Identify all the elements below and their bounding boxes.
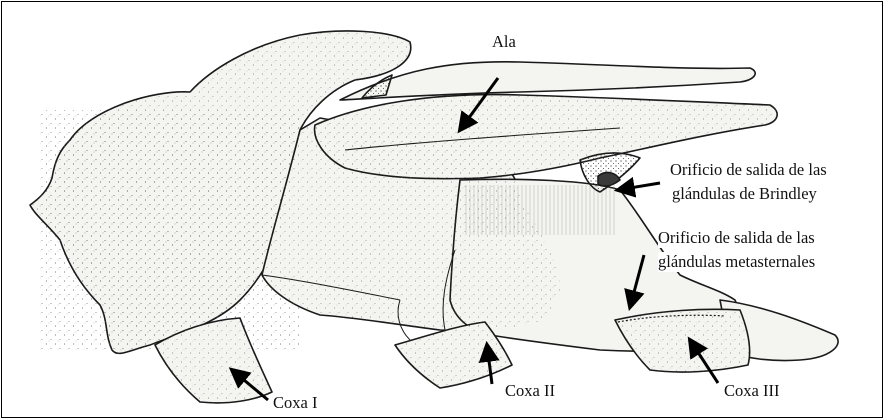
label-coxa-2: Coxa II [505,381,555,401]
label-metasternal-line-2: glándulas metasternales [658,252,815,272]
wing-upper-fold [340,62,755,100]
label-coxa-1: Coxa I [273,393,317,413]
label-ala: Ala [492,32,516,52]
label-coxa-3: Coxa III [724,381,779,401]
label-brindley-line-2: glándulas de Brindley [672,184,817,204]
label-brindley-line-1: Orificio de salida de las [670,160,827,180]
label-metasternal-line-1: Orificio de salida de las [658,228,815,248]
arrow-brindley [618,183,660,190]
